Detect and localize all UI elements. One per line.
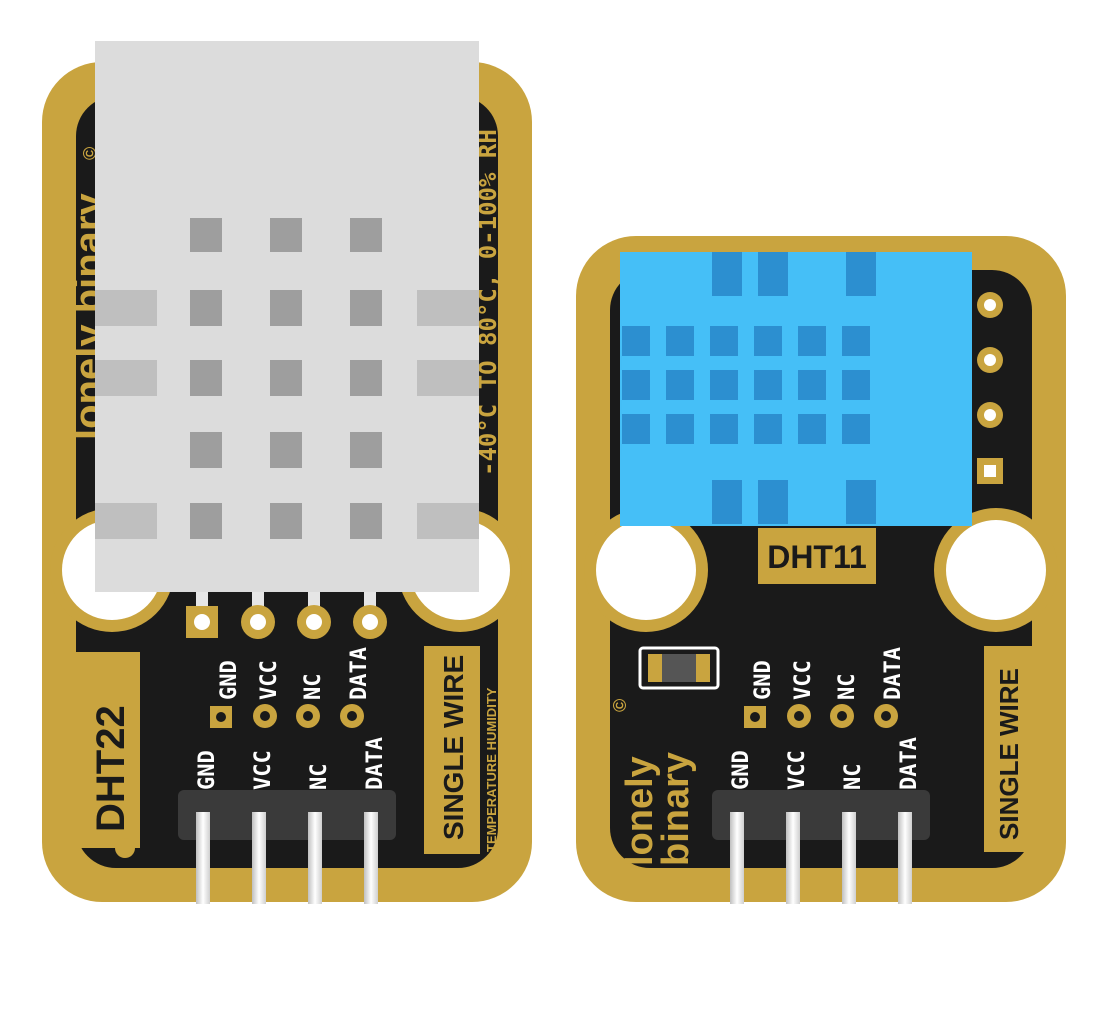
dht22-test-pads — [210, 704, 364, 728]
dht11-mounting-hole-left — [584, 508, 708, 632]
dht11-header-label-nc: NC — [841, 764, 866, 791]
dht22-model-label: DHT22 — [89, 705, 133, 832]
dht11-test-pads — [744, 704, 898, 728]
dht11-pin-header — [712, 790, 930, 904]
dht11-model-label: DHT11 — [767, 539, 867, 575]
dht22-header-label-gnd: GND — [195, 750, 220, 790]
dht11-brand-line2: binary — [655, 752, 697, 866]
dht11-header-label-vcc: VCC — [785, 750, 810, 790]
dht11-pin-label-nc: NC — [835, 674, 860, 701]
dht11-mounting-hole-right — [934, 508, 1058, 632]
dht11-brand-line1: lonely — [619, 756, 661, 866]
dht22-sensor-housing — [95, 41, 479, 592]
dht22-header-label-data: DATA — [363, 737, 388, 790]
dht11-interface-label-box: SINGLE WIRE — [984, 646, 1032, 852]
dht11-sensor-leg-pads — [977, 292, 1003, 484]
dht11-header-label-gnd: GND — [729, 750, 754, 790]
dht22-model-label-box: DHT22 — [76, 652, 140, 848]
dht11-smd-resistor — [638, 646, 720, 690]
dht22-header-label-vcc: VCC — [251, 750, 276, 790]
dht11-sensor-housing — [620, 252, 972, 526]
dht11-pin-label-data: DATA — [881, 647, 906, 700]
dht11-brand-mark: © — [610, 699, 630, 712]
dht22-pin1-marker — [115, 838, 135, 858]
dht22-pin-label-data: DATA — [347, 647, 372, 700]
dht22-pin-label-nc: NC — [301, 674, 326, 701]
dht22-interface-label: SINGLE WIRE — [438, 655, 469, 840]
dht11-module: DHT11 lonely binary © SINGLE WIRE GND VC… — [576, 236, 1066, 904]
dht11-pin-label-vcc: VCC — [791, 660, 816, 700]
dht22-pin-header — [178, 790, 396, 904]
dht22-pin-label-vcc: VCC — [257, 660, 282, 700]
dht22-solder-pads — [186, 605, 387, 639]
dht22-subtitle: TEMPERATURE HUMIDITY — [484, 687, 499, 852]
dht22-header-label-nc: NC — [307, 764, 332, 791]
dht22-interface-label-box: SINGLE WIRE — [424, 646, 480, 854]
dht11-interface-label: SINGLE WIRE — [994, 668, 1024, 840]
dht11-header-label-data: DATA — [897, 737, 922, 790]
dht22-module: lonely binary © -40°C TO 80°C, 0-100% RH… — [42, 41, 532, 904]
dht11-pin-label-gnd: GND — [751, 660, 776, 700]
dht22-pin-label-gnd: GND — [217, 660, 242, 700]
dht11-model-label-box: DHT11 — [758, 528, 876, 584]
